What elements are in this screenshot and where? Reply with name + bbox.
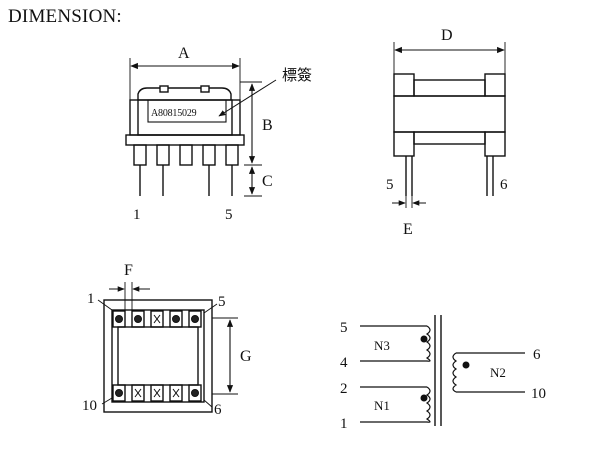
label-tag-text: 標簽 [282,66,312,84]
part-number-text: A80815029 [151,108,197,119]
side-pin-5-label: 5 [386,177,394,193]
schematic-pin-10-label: 10 [531,386,546,402]
dim-g-label: G [240,348,252,365]
label-leader-line [218,79,277,117]
dim-f-label: F [124,262,133,279]
dim-e-label: E [403,221,413,238]
side-view [393,42,506,208]
dim-d-label: D [441,27,453,44]
winding-polarity-dots [420,335,470,402]
bottom-pin-10-label: 10 [82,398,97,414]
pin-5-leader [203,303,218,314]
winding-n3-label: N3 [374,338,390,353]
dim-c-label: C [262,173,273,190]
bottom-pin-5-label: 5 [218,294,226,310]
transformer-schematic [360,315,525,426]
side-pin-6-label: 6 [500,177,508,193]
dim-a-label: A [178,45,190,62]
bottom-view [103,282,238,413]
schematic-pin-5-label: 5 [340,320,348,336]
pin-10-leader [101,397,113,405]
schematic-pin-6-label: 6 [533,347,541,363]
winding-n2-label: N2 [490,365,506,380]
bottom-pin-6-label: 6 [214,402,222,418]
schematic-pin-4-label: 4 [340,355,348,371]
winding-n1-label: N1 [374,398,390,413]
front-pin-5-label: 5 [225,207,233,223]
schematic-pin-1-label: 1 [340,416,348,432]
bottom-view-empty-pins [134,314,180,398]
front-view [125,58,262,197]
schematic-pin-2-label: 2 [340,381,348,397]
dimension-heading: DIMENSION: [8,6,122,27]
dim-b-label: B [262,117,273,134]
pin-1-leader [97,299,113,311]
pin-6-leader [203,399,213,408]
bottom-view-pin-dots [115,315,199,397]
bottom-pin-1-label: 1 [87,291,95,307]
front-pin-1-label: 1 [133,207,141,223]
